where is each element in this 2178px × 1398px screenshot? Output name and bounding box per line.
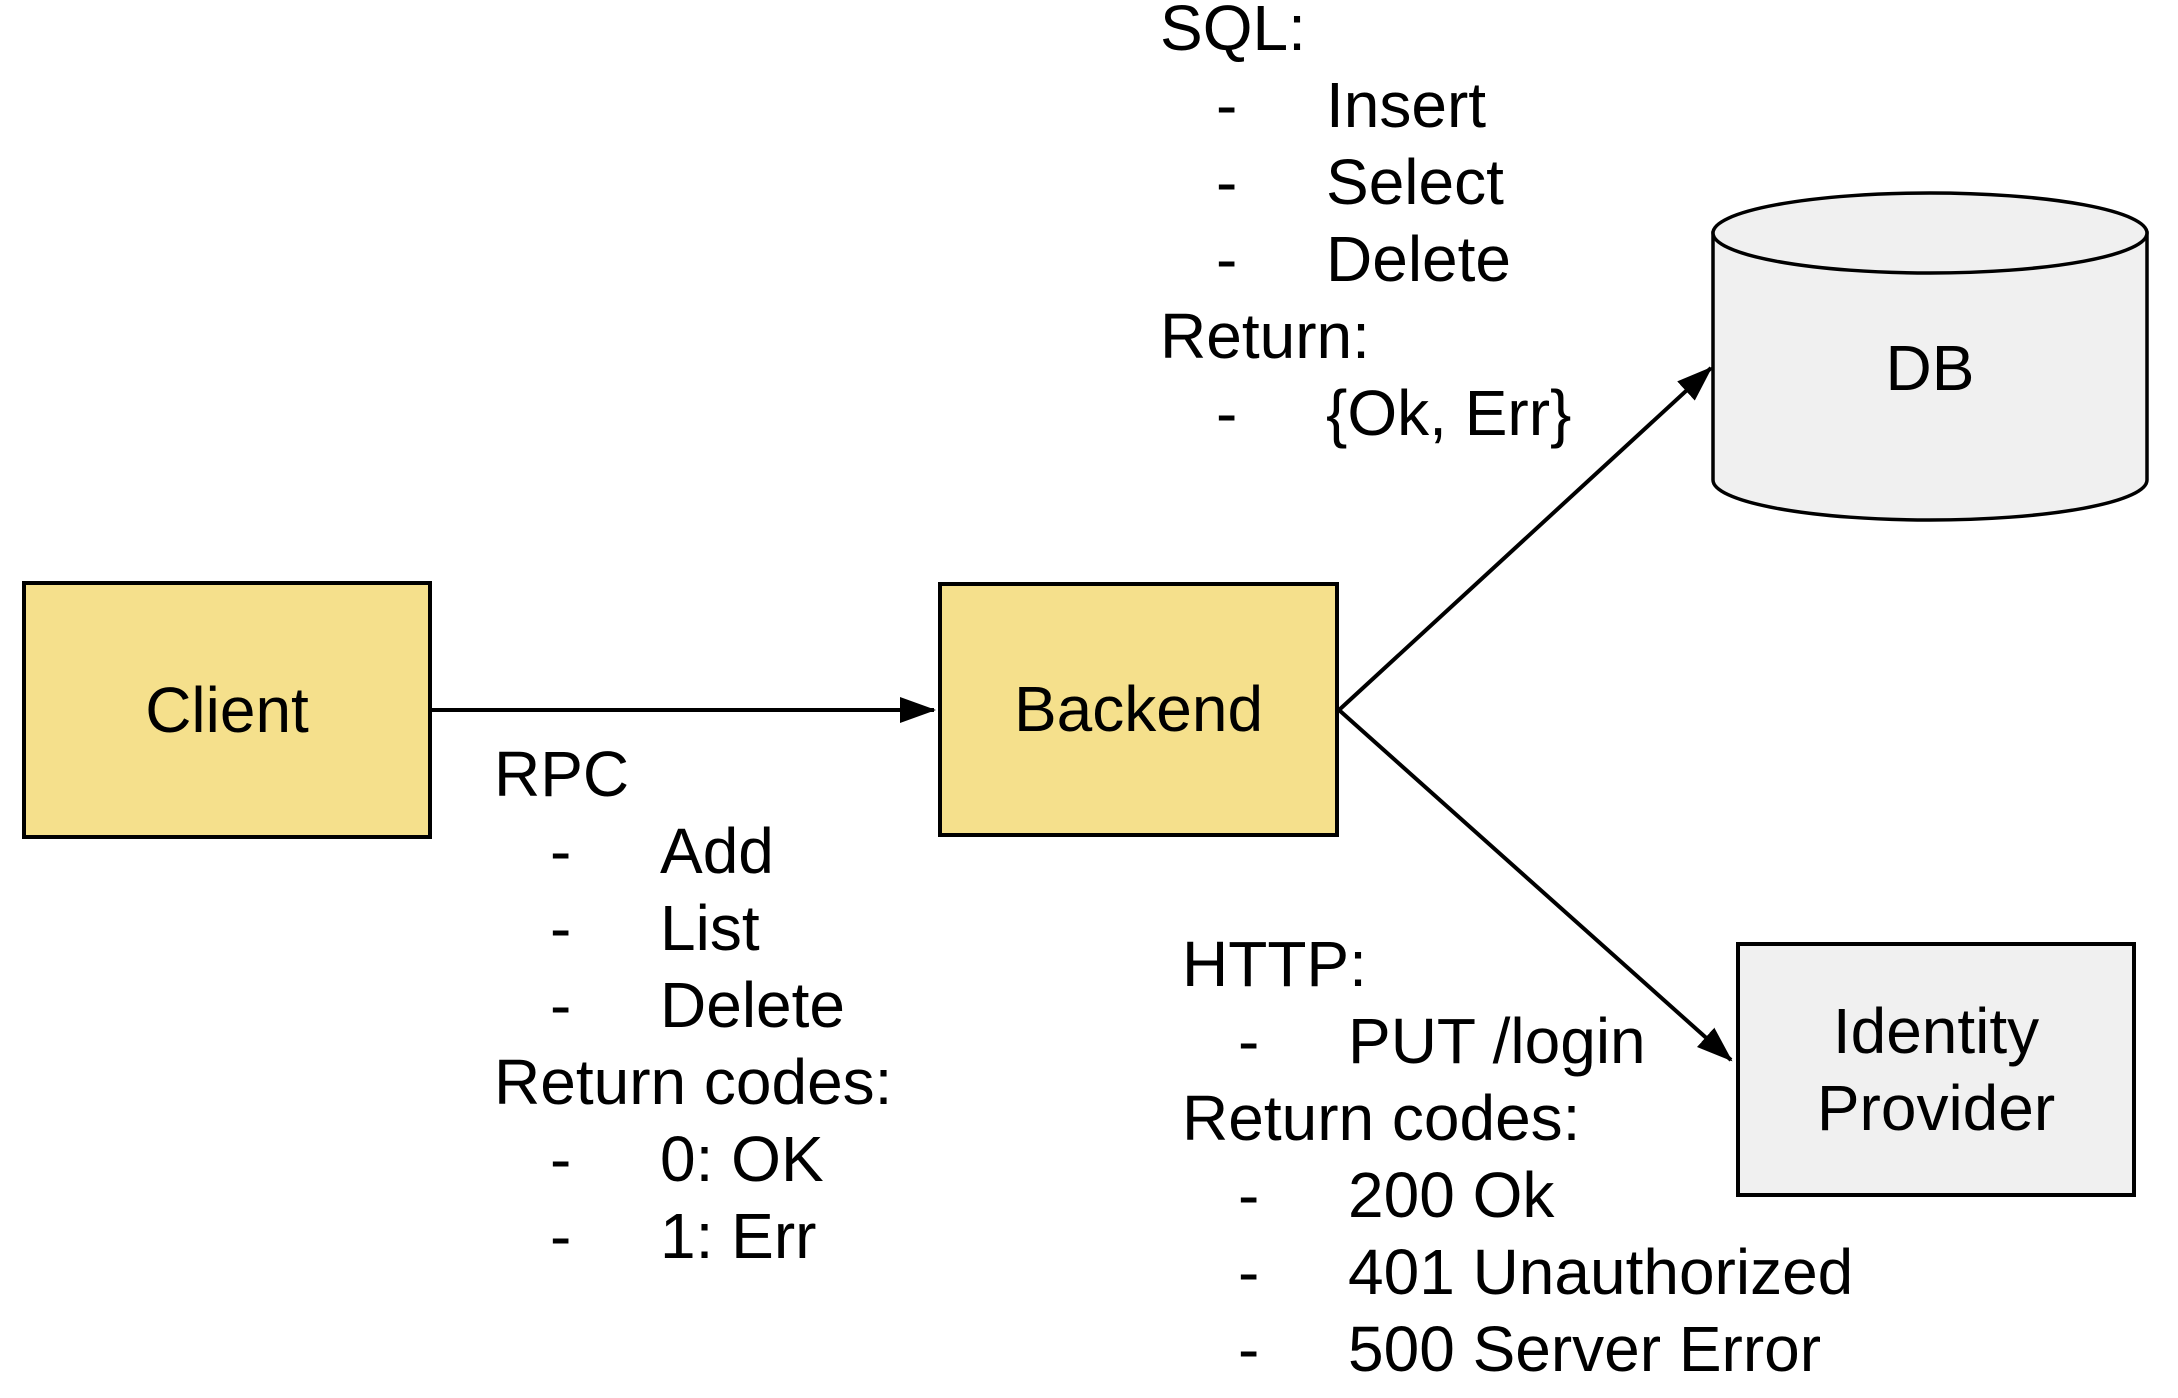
bullet-dash: - xyxy=(1216,377,1238,449)
annotation-line-text: 200 Ok xyxy=(1348,1159,1555,1231)
bullet-dash: - xyxy=(550,969,572,1041)
annotation-line-text: Return codes: xyxy=(494,1046,893,1118)
annotation-line: - Select xyxy=(1160,144,1571,221)
annotation-line-text: {Ok, Err} xyxy=(1326,377,1572,449)
bullet-dash: - xyxy=(1216,146,1238,218)
annotation-line-text: 0: OK xyxy=(660,1123,824,1195)
annotation-line-text: PUT /login xyxy=(1348,1005,1646,1077)
annotation-line: - 500 Server Error xyxy=(1182,1311,1853,1388)
annotation-line: - 0: OK xyxy=(494,1121,892,1198)
db-cylinder xyxy=(1711,191,2149,522)
backend-node-label: Backend xyxy=(1013,673,1264,745)
annotation-line: - {Ok, Err} xyxy=(1160,375,1571,452)
bullet-dash: - xyxy=(1238,1236,1260,1308)
bullet-dash: - xyxy=(550,1123,572,1195)
annotation-line: Return codes: xyxy=(494,1044,892,1121)
identity-provider-node: Identity Provider xyxy=(1736,942,2136,1197)
annotation-line-text: List xyxy=(660,892,760,964)
identity-provider-node-label: Identity Provider xyxy=(1816,994,2056,1144)
bullet-dash: - xyxy=(1216,223,1238,295)
arrow-backend-to-identity-provider xyxy=(1337,708,1733,1062)
annotation-line-text: Select xyxy=(1326,146,1504,218)
annotation-line-text: Delete xyxy=(1326,223,1511,295)
client-node-label: Client xyxy=(145,673,309,746)
bullet-dash: - xyxy=(550,815,572,887)
bullet-dash: - xyxy=(1238,1005,1260,1077)
annotation-line-text: SQL: xyxy=(1160,0,1306,64)
annotation-line: - 200 Ok xyxy=(1182,1157,1853,1234)
annotation-line: RPC xyxy=(494,736,892,813)
annotation-line-text: 401 Unauthorized xyxy=(1348,1236,1854,1308)
annotation-line-text: HTTP: xyxy=(1182,928,1367,1000)
client-node: Client xyxy=(22,581,432,839)
http-annotation: HTTP: - PUT /login Return codes: - 200 O… xyxy=(1182,926,1853,1388)
annotation-line: - 401 Unauthorized xyxy=(1182,1234,1853,1311)
annotation-line-text: Insert xyxy=(1326,69,1487,141)
annotation-line-text: RPC xyxy=(494,738,630,810)
annotation-line-text: Return: xyxy=(1160,300,1370,372)
annotation-line-text: 1: Err xyxy=(660,1200,817,1272)
annotation-line: - 1: Err xyxy=(494,1198,892,1275)
bullet-dash: - xyxy=(1238,1159,1260,1231)
rpc-annotation: RPC - Add - List - Delete Return codes: … xyxy=(494,736,892,1275)
annotation-line-text: 500 Server Error xyxy=(1348,1313,1822,1385)
backend-node: Backend xyxy=(938,582,1339,837)
bullet-dash: - xyxy=(550,892,572,964)
arrow-backend-to-db xyxy=(1337,366,1713,712)
annotation-line-text: Return codes: xyxy=(1182,1082,1581,1154)
bullet-dash: - xyxy=(1238,1313,1260,1385)
annotation-line: - List xyxy=(494,890,892,967)
annotation-line: Return: xyxy=(1160,298,1571,375)
sql-annotation: SQL: - Insert - Select - Delete Return: … xyxy=(1160,0,1571,452)
annotation-line: - Add xyxy=(494,813,892,890)
annotation-line: Return codes: xyxy=(1182,1080,1853,1157)
annotation-line-text: Delete xyxy=(660,969,845,1041)
bullet-dash: - xyxy=(550,1200,572,1272)
bullet-dash: - xyxy=(1216,69,1238,141)
annotation-line: - Insert xyxy=(1160,67,1571,144)
annotation-line: - PUT /login xyxy=(1182,1003,1853,1080)
db-node-label: DB xyxy=(1885,332,1975,404)
annotation-line: HTTP: xyxy=(1182,926,1853,1003)
annotation-line: - Delete xyxy=(494,967,892,1044)
annotation-line: - Delete xyxy=(1160,221,1571,298)
annotation-line: SQL: xyxy=(1160,0,1571,67)
annotation-line-text: Add xyxy=(660,815,774,887)
